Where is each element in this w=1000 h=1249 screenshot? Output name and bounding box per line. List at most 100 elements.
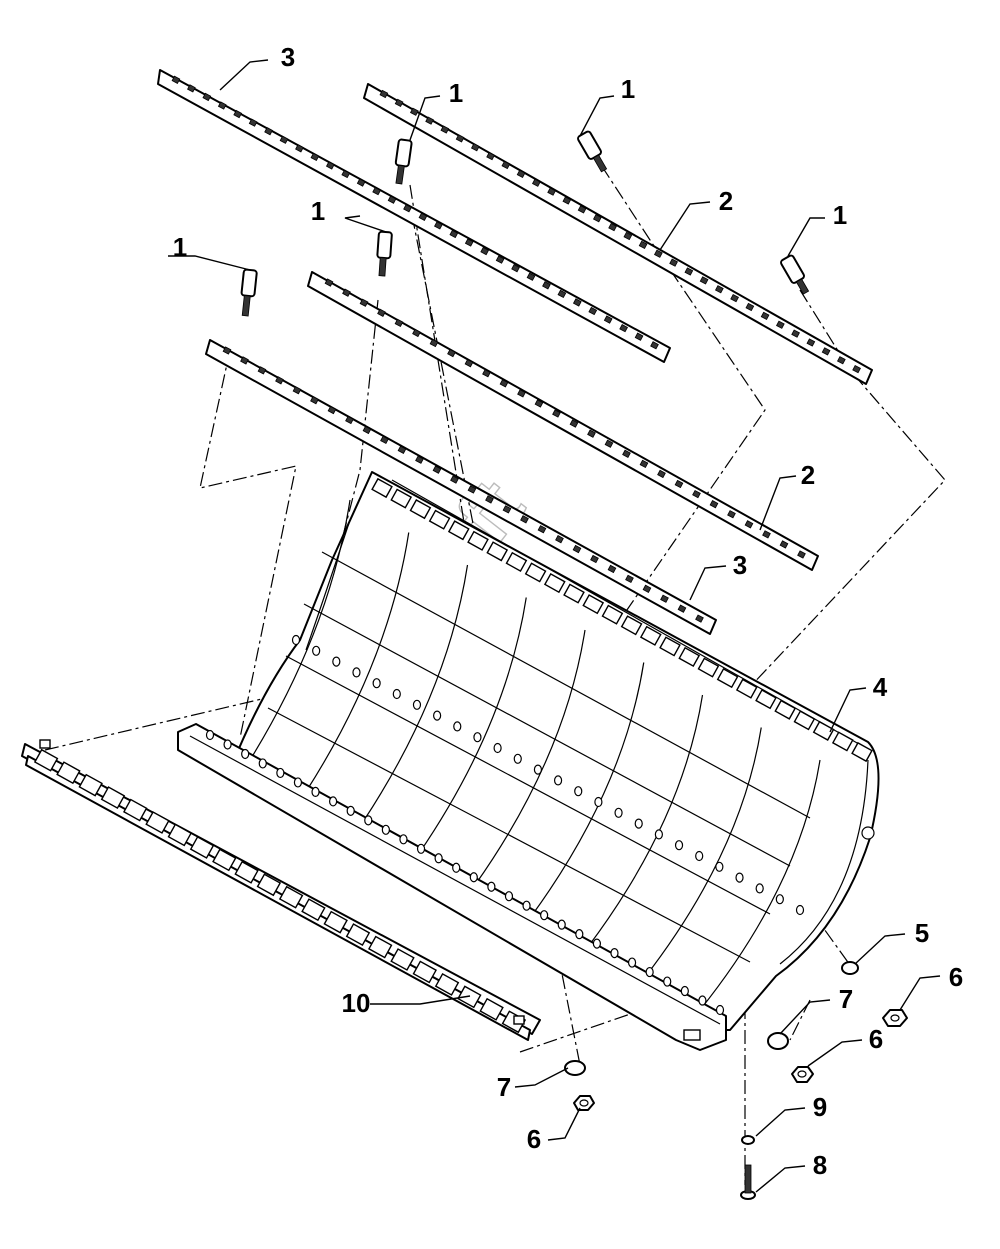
bar-tooth: [797, 550, 806, 559]
bar-tooth: [310, 396, 319, 405]
mounting-hole: [258, 758, 267, 769]
bar-tooth: [557, 289, 567, 299]
mounting-hole: [574, 786, 583, 797]
bar-tooth: [440, 125, 450, 134]
bar-tooth: [467, 485, 477, 494]
bar-tooth: [310, 152, 320, 162]
bar-tooth: [555, 535, 564, 544]
washer-part-7-right: [767, 1032, 789, 1050]
strip-window: [167, 823, 192, 847]
grate-window: [428, 509, 451, 530]
mounting-hole: [453, 721, 462, 732]
mounting-hole: [557, 919, 566, 930]
mounting-hole: [540, 910, 549, 921]
bar-tooth: [677, 604, 687, 613]
mounting-hole: [680, 985, 689, 997]
bar-tooth: [638, 240, 648, 250]
bar-tooth: [699, 276, 709, 285]
callout-6-right: 6: [949, 962, 963, 992]
bar-tooth: [470, 143, 480, 152]
bar-tooth: [372, 186, 382, 196]
mounting-hole: [634, 818, 643, 829]
mounting-hole: [276, 767, 285, 779]
bar-tooth: [482, 369, 491, 378]
bar-tooth: [342, 288, 351, 297]
bar-tooth: [622, 449, 631, 458]
mounting-hole: [223, 739, 232, 750]
grate-window: [851, 741, 873, 763]
bar-tooth: [511, 264, 520, 273]
grate-rib: [474, 629, 586, 886]
strip-window: [78, 773, 103, 797]
callout-7-right: 7: [839, 984, 853, 1014]
mounting-hole: [522, 900, 531, 911]
mounting-hole: [645, 966, 654, 978]
bar-tooth: [569, 419, 579, 428]
bar-tooth: [587, 429, 596, 438]
bar-tooth: [415, 455, 424, 464]
bar-tooth: [650, 341, 659, 350]
mounting-hole: [332, 656, 341, 667]
mounting-hole: [755, 883, 764, 894]
grate-window: [735, 678, 758, 699]
grate-window: [793, 710, 816, 731]
callout-7-bottom: 7: [497, 1072, 511, 1102]
strip-window: [212, 848, 237, 872]
stud-part-1-d: [240, 268, 258, 317]
bar-tooth: [480, 246, 490, 256]
bar-tooth: [202, 92, 212, 102]
bar-tooth: [779, 540, 789, 549]
bar-tooth: [714, 285, 724, 294]
bar-tooth: [744, 520, 754, 529]
bar-tooth: [345, 415, 354, 425]
bar-tooth: [240, 356, 249, 365]
strip-window: [189, 835, 215, 859]
callout-10: 10: [342, 988, 371, 1018]
bar-tooth: [517, 389, 526, 398]
bar-tooth: [275, 376, 284, 385]
mounting-hole: [735, 872, 744, 883]
mounting-hole: [473, 732, 482, 743]
bar-tooth: [409, 107, 419, 116]
mounting-hole: [654, 829, 663, 840]
mounting-hole: [434, 853, 443, 864]
bar-tooth: [760, 311, 770, 321]
callout-1-b: 1: [621, 74, 635, 104]
grate-crossbar: [321, 551, 811, 819]
mounting-hole: [610, 948, 619, 959]
strip-window: [278, 885, 304, 909]
bar-tooth: [486, 151, 495, 161]
bar-tooth: [418, 212, 428, 221]
strip-window: [368, 935, 393, 959]
bar-tooth: [695, 614, 704, 623]
bar-tooth: [684, 267, 694, 276]
bar-tooth: [222, 346, 232, 355]
bar-tooth: [625, 574, 634, 584]
mounting-hole: [487, 881, 496, 892]
grate-crossbar: [303, 603, 791, 867]
bar-tooth: [327, 405, 337, 415]
strip-window: [256, 873, 282, 897]
mounting-hole: [698, 995, 707, 1006]
mounting-hole: [364, 815, 373, 826]
grate-rib: [249, 499, 351, 761]
mounting-hole: [291, 634, 301, 646]
bar-tooth: [447, 348, 456, 358]
grate-rib: [699, 759, 821, 1011]
mounting-hole: [695, 850, 704, 862]
callout-2-middle: 2: [801, 460, 815, 490]
stud-part-1-c: [376, 230, 393, 277]
callout-3-top: 3: [281, 42, 295, 72]
bar-tooth: [324, 278, 334, 287]
bar-tooth: [537, 525, 547, 534]
bar-tooth: [669, 258, 678, 267]
grate-window: [812, 720, 835, 741]
grate-window: [409, 499, 432, 520]
bar-tooth: [425, 116, 434, 125]
bar-tooth: [501, 160, 511, 170]
callout-1-a: 1: [449, 78, 463, 108]
bar-tooth: [362, 425, 372, 435]
mounting-hole: [674, 840, 684, 851]
grate-crossbar: [285, 655, 771, 915]
strip-window: [390, 948, 415, 971]
